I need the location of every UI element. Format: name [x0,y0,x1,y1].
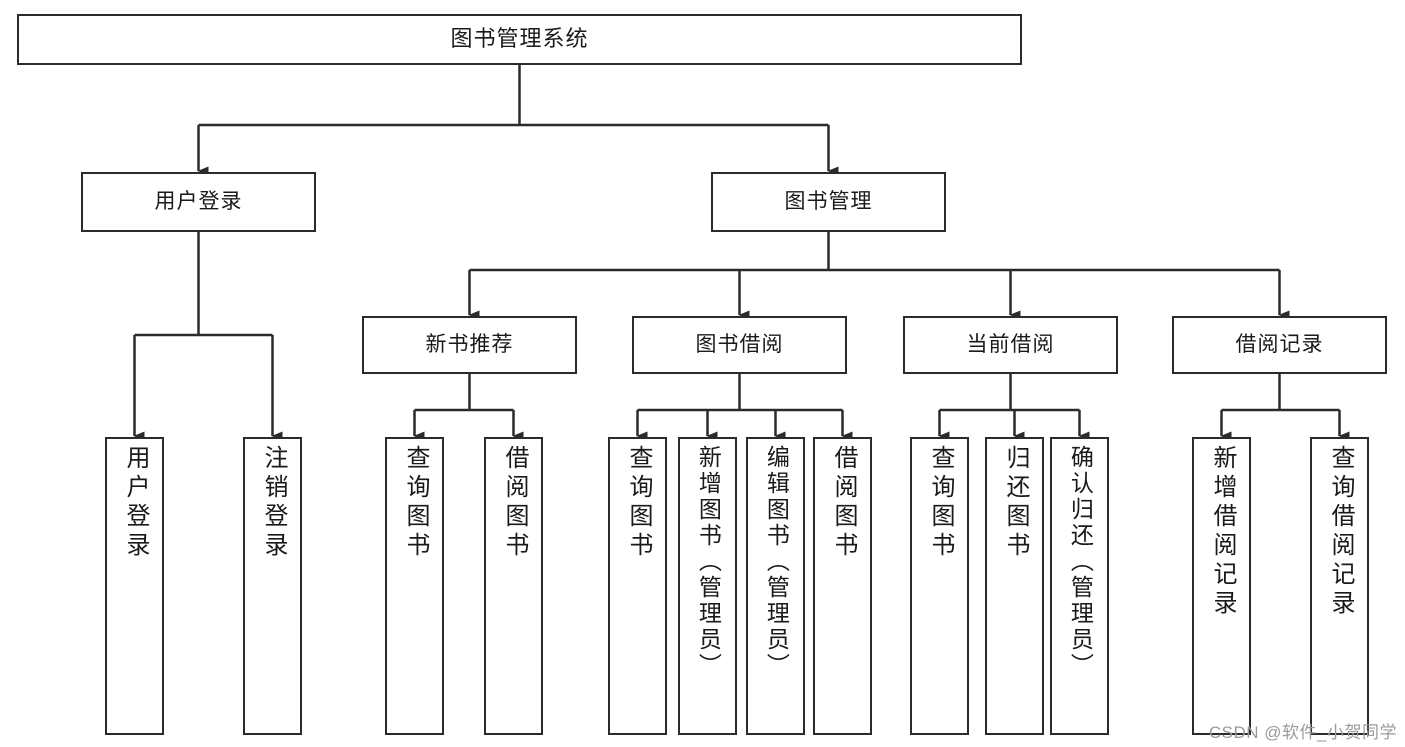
node-n3a[interactable]: 新书推荐 [362,316,577,374]
node-n3b[interactable]: 图书借阅 [632,316,847,374]
node-l9[interactable]: 查询图书 [910,437,969,735]
node-label: 查询图书 [926,445,954,561]
node-l1[interactable]: 用户登录 [105,437,164,735]
node-l7[interactable]: 编辑图书（管理员） [746,437,805,735]
node-n2b[interactable]: 图书管理 [711,172,946,232]
node-n3d[interactable]: 借阅记录 [1172,316,1387,374]
node-label: 图书借阅 [695,333,784,357]
node-label: 用户登录 [154,190,243,214]
node-label: 查询借阅记录 [1326,445,1354,619]
node-label: 借阅记录 [1235,333,1324,357]
node-l5[interactable]: 查询图书 [608,437,667,735]
node-l4[interactable]: 借阅图书 [484,437,543,735]
node-label: 借阅图书 [500,445,528,561]
node-l12[interactable]: 新增借阅记录 [1192,437,1251,735]
node-label: 当前借阅 [966,333,1055,357]
node-l10[interactable]: 归还图书 [985,437,1044,735]
node-l8[interactable]: 借阅图书 [813,437,872,735]
node-label: 查询图书 [401,445,429,561]
node-label: 确认归还（管理员） [1067,445,1094,679]
node-l11[interactable]: 确认归还（管理员） [1050,437,1109,735]
node-l3[interactable]: 查询图书 [385,437,444,735]
node-label: 编辑图书（管理员） [763,445,790,679]
node-label: 注销登录 [259,445,287,561]
node-root[interactable]: 图书管理系统 [17,14,1022,65]
node-l2[interactable]: 注销登录 [243,437,302,735]
node-l6[interactable]: 新增图书（管理员） [678,437,737,735]
node-label: 新增借阅记录 [1208,445,1236,619]
node-label: 新增图书（管理员） [695,445,722,679]
node-label: 归还图书 [1001,445,1029,561]
node-label: 图书管理 [784,190,873,214]
node-label: 图书管理系统 [450,26,589,52]
node-label: 借阅图书 [829,445,857,561]
node-n3c[interactable]: 当前借阅 [903,316,1118,374]
node-label: 用户登录 [121,445,149,561]
node-n2a[interactable]: 用户登录 [81,172,316,232]
node-label: 新书推荐 [425,333,514,357]
watermark: CSDN @软件_小贺同学 [1208,723,1397,742]
node-l13[interactable]: 查询借阅记录 [1310,437,1369,735]
node-label: 查询图书 [624,445,652,561]
